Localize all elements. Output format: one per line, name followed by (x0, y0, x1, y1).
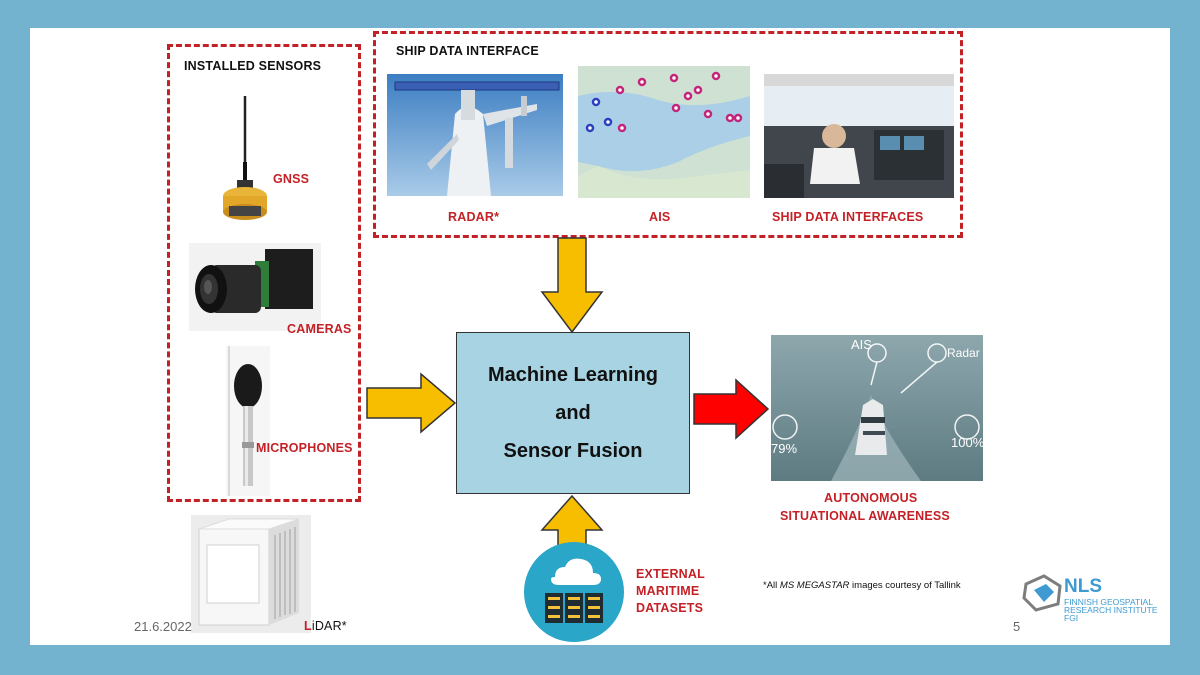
lidar-label: LiDAR* (304, 619, 347, 633)
footer-date: 21.6.2022 (134, 619, 192, 634)
installed-sensors-title: INSTALLED SENSORS (184, 59, 322, 73)
ship-bridge-image (764, 74, 954, 198)
external-line-3: DATASETS (636, 601, 704, 615)
ml-sensor-fusion-box: Machine Learning and Sensor Fusion (456, 332, 690, 494)
nls-acronym: NLS (1064, 576, 1102, 597)
radar-image (387, 74, 563, 196)
hud-right-percent: 100% (951, 435, 983, 450)
nls-line-3: FGI (1064, 613, 1079, 623)
arrow-right-from-sensors (366, 372, 457, 434)
output-label-line-1: AUTONOMOUS (824, 491, 918, 505)
camera-image (189, 243, 321, 331)
installed-sensors-box (167, 44, 361, 502)
center-line-2: and (555, 402, 591, 424)
external-line-2: MARITIME (636, 584, 700, 598)
center-line-3: Sensor Fusion (503, 440, 643, 462)
center-line-1: Machine Learning (487, 364, 659, 386)
page-number: 5 (1013, 619, 1021, 634)
microphones-label: MICROPHONES (256, 441, 353, 455)
hud-radar-text: Radar (947, 346, 980, 360)
cloud-database-icon (524, 542, 624, 642)
cameras-label: CAMERAS (287, 322, 352, 336)
external-line-1: EXTERNAL (636, 567, 705, 581)
ship-data-box (373, 31, 963, 238)
radar-label: RADAR* (448, 210, 500, 224)
hud-left-percent: 79% (771, 441, 797, 456)
hud-ais-text: AIS (851, 337, 872, 352)
ais-label: AIS (649, 210, 671, 224)
gnss-image (223, 96, 267, 220)
arrow-down-from-ship-data (540, 237, 604, 334)
lidar-rest: iDAR* (311, 619, 347, 633)
credit-ship-name: MS MEGASTAR (779, 580, 850, 591)
lidar-first-letter: L (304, 619, 312, 633)
image-credit-note: *All MS MEGASTAR images courtesy of Tall… (763, 580, 961, 591)
nls-logo-icon (1022, 574, 1062, 612)
microphones-first-letter: M (256, 441, 267, 455)
ais-map-image (578, 66, 750, 198)
output-label-line-2: SITUATIONAL AWARENESS (780, 509, 950, 523)
ship-data-title: SHIP DATA INTERFACE (396, 44, 539, 58)
gnss-label: GNSS (273, 172, 310, 186)
nls-line-1: FINNISH GEOSPATIAL (1064, 597, 1153, 607)
microphone-image (226, 346, 270, 496)
ship-data-interfaces-label: SHIP DATA INTERFACES (772, 210, 924, 224)
microphones-rest: ICROPHONES (266, 441, 353, 455)
credit-prefix: *All (763, 580, 780, 591)
arrow-right-to-output (693, 378, 770, 440)
nls-line-2: RESEARCH INSTITUTE (1064, 605, 1158, 615)
credit-suffix: images courtesy of Tallink (849, 580, 961, 591)
situational-awareness-image: AIS Radar 79% 100% (771, 335, 983, 481)
lidar-image (191, 515, 311, 633)
